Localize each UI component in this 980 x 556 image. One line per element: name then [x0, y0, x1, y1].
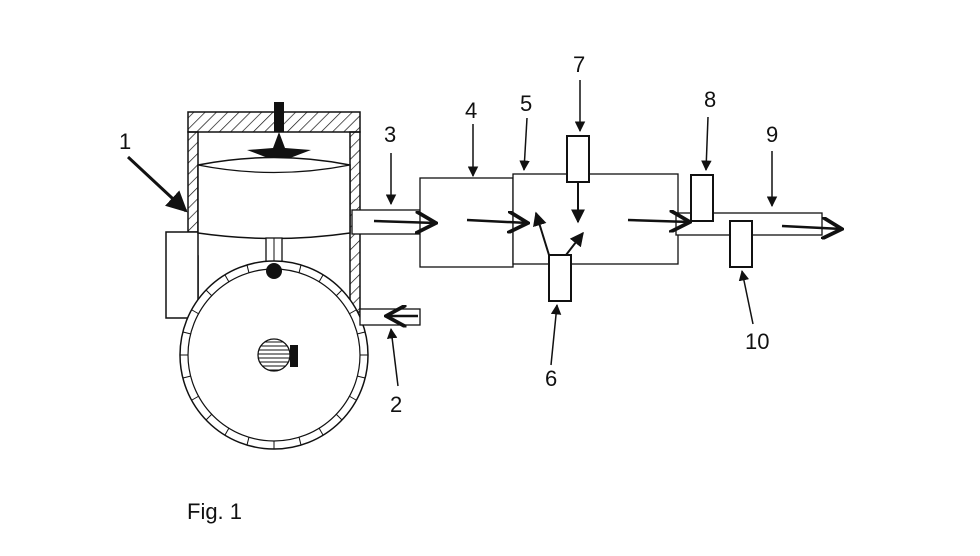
label-4: 4	[465, 98, 477, 123]
crankshaft	[257, 338, 291, 372]
cylinder-wall-left	[187, 131, 199, 233]
combustion-star-icon	[247, 132, 311, 166]
crankshaft-key	[290, 345, 298, 367]
label-5: 5	[520, 91, 532, 116]
label-3: 3	[384, 122, 396, 147]
label-10: 10	[745, 329, 769, 354]
crankcase-ticks	[180, 264, 368, 449]
sensor-arrows	[533, 182, 585, 256]
piston-top-edge	[197, 164, 351, 174]
label-1: 1	[119, 129, 131, 154]
leader-5	[519, 117, 530, 172]
side-port	[165, 231, 199, 319]
sensor-7	[566, 135, 590, 183]
sensor-8	[690, 174, 714, 222]
flow-arrows	[373, 220, 842, 316]
piston	[197, 156, 351, 240]
label-9: 9	[766, 122, 778, 147]
engine	[165, 102, 369, 450]
leader-10	[738, 269, 754, 325]
flow-arrow-4-to-5	[466, 220, 528, 223]
sensor-10	[729, 220, 753, 268]
arrow-sensor6-right	[565, 231, 584, 256]
figure-caption: Fig. 1	[187, 499, 242, 524]
label-7: 7	[573, 52, 585, 77]
flow-arrow-5-out	[627, 220, 690, 222]
leader-8	[701, 116, 712, 172]
leader-6	[550, 303, 562, 366]
sensor-6	[548, 254, 572, 302]
crank-pin	[266, 263, 282, 279]
leader-2	[386, 327, 399, 387]
flow-arrow-exhaust	[373, 221, 436, 223]
label-2: 2	[390, 392, 402, 417]
leader-lines	[126, 80, 778, 387]
leader-1	[126, 155, 188, 213]
arrow-sensor6-left	[533, 211, 550, 256]
spark-plug	[274, 102, 284, 132]
label-8: 8	[704, 87, 716, 112]
flow-arrow-tailpipe	[781, 226, 842, 229]
label-6: 6	[545, 366, 557, 391]
